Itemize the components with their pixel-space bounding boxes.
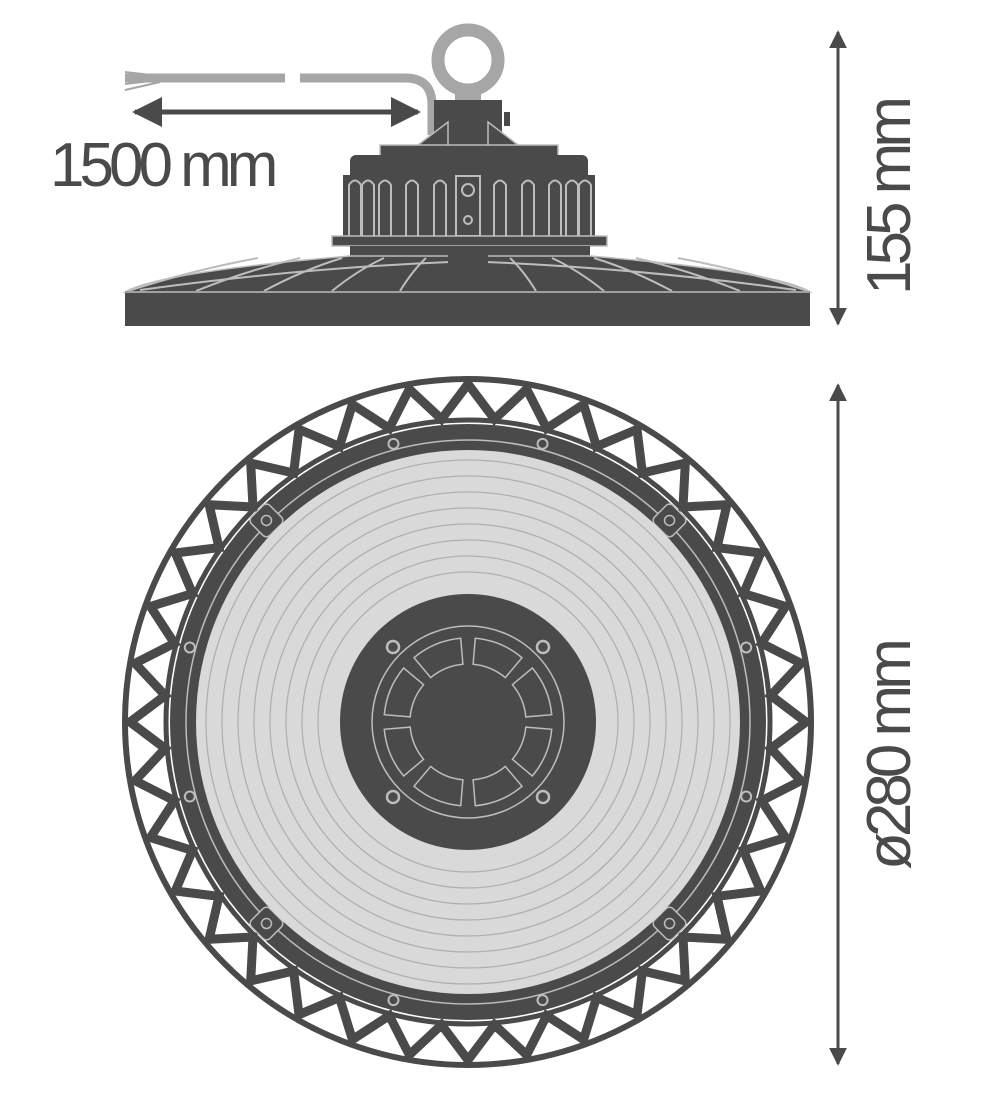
bottom-view	[122, 376, 814, 1068]
hub-slot	[383, 726, 425, 778]
mount-bracket	[652, 906, 687, 941]
dome-rib	[195, 257, 301, 292]
housing-plate	[125, 291, 810, 326]
screw-icon	[183, 790, 196, 803]
mount-bracket	[652, 503, 687, 538]
dome-rib	[509, 257, 537, 292]
screw-icon	[385, 639, 401, 655]
screw-icon	[535, 639, 551, 655]
diffuser-ring	[253, 507, 683, 937]
height-label: 155 mm	[855, 100, 924, 295]
heatsink-teeth	[122, 376, 814, 1068]
cooling-fin	[578, 179, 592, 236]
diffuser-ring	[317, 571, 619, 873]
diffuser-ring	[221, 475, 715, 969]
dome-rib	[635, 257, 741, 292]
diameter-label: ø280 mm	[855, 642, 924, 870]
cooling-fin	[348, 179, 362, 236]
cooling-fin	[565, 179, 579, 236]
diffuser-ring	[285, 539, 651, 905]
dome-rib	[331, 257, 385, 292]
screw-icon	[536, 994, 549, 1007]
screw-icon	[740, 790, 753, 803]
hub-slot	[511, 726, 553, 778]
dome-rib	[551, 257, 605, 292]
diffuser-ring	[301, 555, 635, 889]
hub-slot	[472, 637, 524, 679]
screw-icon	[535, 789, 551, 805]
cooling-fin	[361, 179, 375, 236]
side-view	[122, 23, 813, 326]
screw-icon	[387, 994, 400, 1007]
cooling-fin	[493, 179, 507, 236]
screw-icon	[740, 641, 753, 654]
screw-icon	[385, 789, 401, 805]
hub-slot	[412, 765, 464, 807]
diffuser-ring	[237, 491, 699, 953]
cable	[125, 73, 437, 135]
cooling-fin	[405, 179, 419, 236]
diffuser-ring	[269, 523, 667, 921]
screw-icon	[387, 437, 400, 450]
dome-rib	[399, 257, 427, 292]
diffuser-ring	[205, 459, 731, 985]
cooling-fin	[548, 179, 562, 236]
dome-rib	[677, 257, 809, 292]
hub-slot	[412, 637, 464, 679]
eye-bolt	[431, 23, 505, 97]
center-hub	[340, 594, 596, 850]
hub-slot	[383, 666, 425, 718]
hub-slot	[511, 666, 553, 718]
screw-icon	[536, 437, 549, 450]
cooling-fin	[433, 179, 447, 236]
cooling-fin	[521, 179, 535, 236]
screw-icon	[183, 641, 196, 654]
cooling-fin	[378, 179, 392, 236]
hub-slot	[472, 765, 524, 807]
cable-length-label: 1500 mm	[50, 131, 275, 200]
dome-rib	[127, 257, 259, 292]
